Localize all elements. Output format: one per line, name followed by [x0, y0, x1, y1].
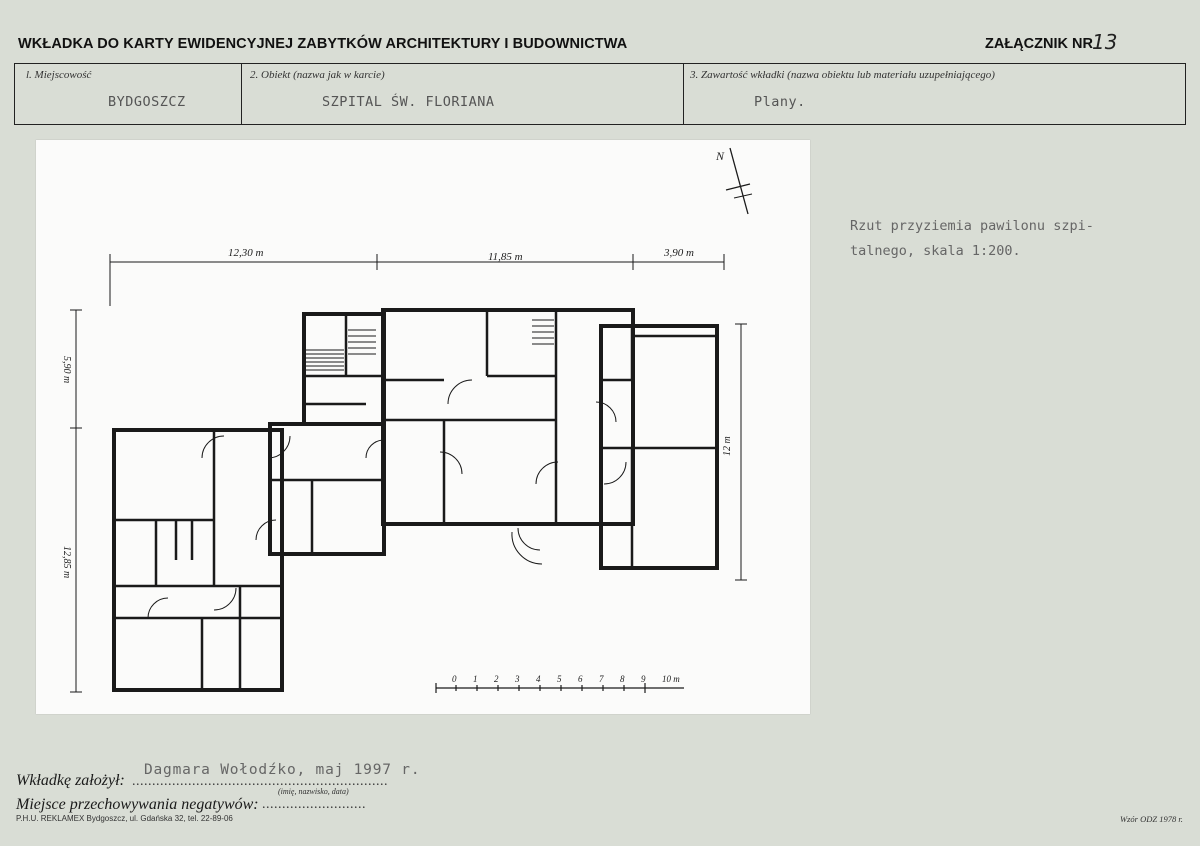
north-label: N	[715, 149, 725, 163]
plan-description: Rzut przyziemia pawilonu szpi- talnego, …	[850, 218, 1094, 259]
scale-number: 2	[494, 674, 499, 684]
left-dimension-label-1: 5,90 m	[61, 356, 72, 383]
form-number: Wzór ODZ 1978 r.	[1120, 814, 1183, 824]
table-divider-1	[241, 63, 242, 124]
scale-number: 0	[452, 674, 457, 684]
scale-number: 4	[536, 674, 541, 684]
location-value: BYDGOSZCZ	[108, 94, 186, 110]
scale-number: 1	[473, 674, 478, 684]
table-right-border	[1185, 63, 1186, 124]
left-dimension-label-2: 12,85 m	[61, 546, 72, 578]
floor-plan-drawing: N 12,30 m 11,85 m 3,90 m 5,90 m 12,85 m …	[61, 147, 753, 693]
contents-label: 3. Zawartość wkładki (nazwa obiektu lub …	[690, 69, 995, 81]
location-label: l. Miejscowość	[26, 69, 92, 81]
author-value: Dagmara Wołodźko, maj 1997 r.	[144, 762, 421, 778]
negatives-dotted-line: ..........................	[262, 797, 366, 812]
negatives-label: Miejsce przechowywania negatywów:	[16, 796, 259, 813]
top-dimension-line	[109, 254, 725, 306]
object-value: SZPITAL ŚW. FLORIANA	[322, 94, 495, 110]
scale-number: 6	[578, 674, 583, 684]
annex-number: 13	[1092, 30, 1118, 54]
scale-bar-numbers: 0 1 2 3 4 5 6 7 8 9 10 m	[452, 674, 680, 684]
author-dotted-line: ........................................…	[132, 774, 388, 789]
north-arrow-icon	[725, 147, 753, 215]
top-dimension-label-2: 11,85 m	[488, 251, 523, 263]
author-label: Wkładkę założył:	[16, 772, 125, 789]
staircase	[306, 319, 554, 371]
table-divider-2	[683, 63, 684, 124]
scale-number: 9	[641, 674, 646, 684]
table-top-border	[14, 63, 1186, 64]
table-bottom-border	[14, 124, 1186, 125]
table-left-border	[14, 63, 15, 124]
scale-number: 3	[514, 674, 520, 684]
annex-label: ZAŁĄCZNIK NR	[985, 36, 1093, 52]
scale-number: 10 m	[662, 674, 680, 684]
contents-value: Plany.	[754, 94, 806, 110]
left-dimension-line	[70, 309, 82, 693]
object-label: 2. Obiekt (nazwa jak w karcie)	[250, 69, 385, 81]
form-title: WKŁADKA DO KARTY EWIDENCYJNEJ ZABYTKÓW A…	[18, 36, 628, 52]
interior-walls	[114, 312, 717, 690]
building-outline	[112, 308, 719, 692]
scale-number: 7	[599, 674, 604, 684]
door-swings	[147, 379, 627, 619]
printer-imprint: P.H.U. REKLAMEX Bydgoszcz, ul. Gdańska 3…	[16, 814, 233, 823]
top-dimension-label-1: 12,30 m	[228, 247, 264, 259]
floor-plan-sheet: N 12,30 m 11,85 m 3,90 m 5,90 m 12,85 m …	[36, 140, 810, 714]
scale-bar	[435, 683, 684, 693]
scale-number: 8	[620, 674, 625, 684]
author-hint: (imię, nazwisko, data)	[278, 787, 349, 796]
top-dimension-label-3: 3,90 m	[663, 247, 694, 259]
right-dimension-label: 12 m	[722, 436, 733, 456]
right-dimension-line	[735, 323, 747, 581]
scale-number: 5	[557, 674, 562, 684]
